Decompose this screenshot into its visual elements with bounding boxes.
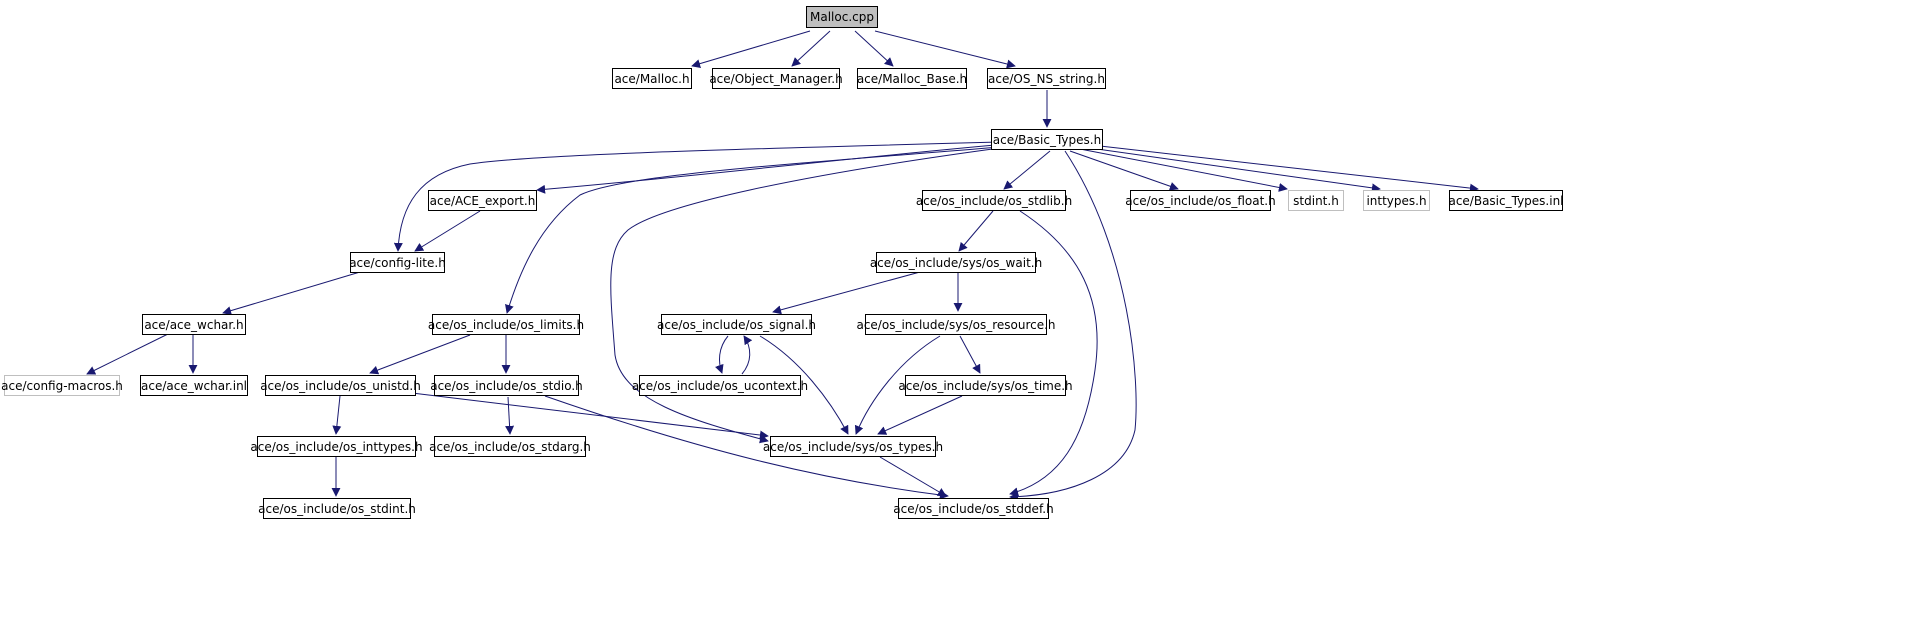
node-ace-malloc-base-h[interactable]: ace/Malloc_Base.h: [857, 68, 967, 89]
node-os-include-os-limits-h[interactable]: ace/os_include/os_limits.h: [428, 314, 584, 335]
edge-malloc-cpp-to-malloc-base-h: [854, 30, 894, 67]
node-os-include-os-float-h[interactable]: ace/os_include/os_float.h: [1125, 190, 1276, 211]
node-inttypes-h: inttypes.h: [1363, 190, 1430, 211]
node-os-include-os-stdio-h[interactable]: ace/os_include/os_stdio.h: [430, 375, 583, 396]
node-ace-ace-wchar-h[interactable]: ace/ace_wchar.h: [142, 314, 246, 335]
edge-config-lite-h-to-ace-wchar-h: [222, 271, 361, 315]
edge-os-wait-h-to-os-signal-h: [772, 271, 921, 315]
node-os-include-os-ucontext-h[interactable]: ace/os_include/os_ucontext.h: [632, 375, 808, 396]
node-ace-os-ns-string-h[interactable]: ace/OS_NS_string.h: [987, 68, 1106, 89]
edge-basic-types-h-to-os-types-h: [610, 147, 1001, 444]
node-ace-ace-wchar-inl[interactable]: ace/ace_wchar.inl: [140, 375, 248, 396]
node-os-include-os-signal-h[interactable]: ace/os_include/os_signal.h: [657, 314, 816, 335]
edge-os-limits-h-to-os-unistd-h: [369, 334, 471, 375]
node-os-include-os-stdarg-h[interactable]: ace/os_include/os_stdarg.h: [429, 436, 591, 457]
edge-os-unistd-h-to-os-inttypes-h: [332, 395, 342, 435]
edge-ace-wchar-h-to-config-macros-h: [86, 332, 171, 375]
edge-basic-types-h-to-inttypes-h: [1089, 147, 1381, 193]
edge-malloc-cpp-to-object-manager-h: [791, 30, 831, 67]
node-os-include-sys-os-resource-h[interactable]: ace/os_include/sys/os_resource.h: [856, 314, 1056, 335]
edge-os-signal-h-to-os-types-h: [759, 335, 849, 435]
edge-basic-types-h-to-stdint-h: [1079, 148, 1288, 192]
node-ace-ace-export-h[interactable]: ace/ACE_export.h: [428, 190, 537, 211]
node-malloc-cpp: Malloc.cpp: [806, 6, 878, 28]
node-ace-config-lite-h[interactable]: ace/config-lite.h: [349, 252, 446, 273]
node-os-include-sys-os-wait-h[interactable]: ace/os_include/sys/os_wait.h: [870, 252, 1042, 273]
node-os-include-os-inttypes-h[interactable]: ace/os_include/os_inttypes.h: [250, 436, 423, 457]
edge-os-time-h-to-os-types-h: [877, 395, 963, 435]
node-ace-config-macros-h: ace/config-macros.h: [1, 375, 123, 396]
node-os-include-sys-os-time-h[interactable]: ace/os_include/sys/os_time.h: [898, 375, 1073, 396]
edge-ace-export-h-to-config-lite-h: [414, 210, 481, 252]
node-ace-object-manager-h[interactable]: ace/Object_Manager.h: [709, 68, 843, 89]
node-ace-basic-types-inl[interactable]: ace/Basic_Types.inl: [1448, 190, 1564, 211]
edge-os-signal-h-to-os-ucontext-h: [715, 335, 729, 374]
node-os-include-os-unistd-h[interactable]: ace/os_include/os_unistd.h: [260, 375, 421, 396]
edge-os-resource-h-to-os-time-h: [959, 335, 981, 374]
edge-os-stdio-h-to-os-stddef-h: [544, 395, 949, 500]
edge-basic-types-h-to-os-limits-h: [505, 146, 1001, 314]
node-os-include-sys-os-types-h[interactable]: ace/os_include/sys/os_types.h: [763, 436, 943, 457]
node-ace-malloc-h[interactable]: ace/Malloc.h: [612, 68, 692, 89]
edge-os-stdlib-h-to-os-stddef-h: [1009, 210, 1098, 497]
edge-basic-types-h-to-config-lite-h: [393, 141, 1001, 252]
edge-malloc-cpp-to-os-ns-string-h: [874, 30, 1016, 69]
edge-os-types-h-to-os-stddef-h: [879, 456, 947, 497]
edge-os-ucontext-h-to-os-signal-h: [741, 335, 753, 375]
node-stdint-h: stdint.h: [1288, 190, 1344, 211]
edge-basic-types-h-to-os-stddef-h: [1009, 150, 1137, 502]
edge-malloc-cpp-to-malloc-h: [691, 30, 811, 69]
edge-os-resource-h-to-os-types-h: [854, 335, 941, 435]
edge-basic-types-h-to-basic-types-inl: [1099, 145, 1479, 193]
node-ace-basic-types-h[interactable]: ace/Basic_Types.h: [991, 129, 1103, 150]
node-os-include-os-stddef-h[interactable]: ace/os_include/os_stddef.h: [893, 498, 1054, 519]
edge-basic-types-h-to-ace-export-h: [536, 144, 996, 194]
node-os-include-os-stdint-h[interactable]: ace/os_include/os_stdint.h: [258, 498, 416, 519]
edge-os-unistd-h-to-os-types-h: [411, 392, 769, 440]
edge-os-stdlib-h-to-os-wait-h: [958, 210, 994, 252]
edge-os-stdio-h-to-os-stdarg-h: [505, 396, 515, 435]
edge-basic-types-h-to-os-stdlib-h: [1003, 150, 1051, 190]
edge-basic-types-h-to-os-float-h: [1069, 150, 1179, 191]
node-os-include-os-stdlib-h[interactable]: ace/os_include/os_stdlib.h: [916, 190, 1072, 211]
